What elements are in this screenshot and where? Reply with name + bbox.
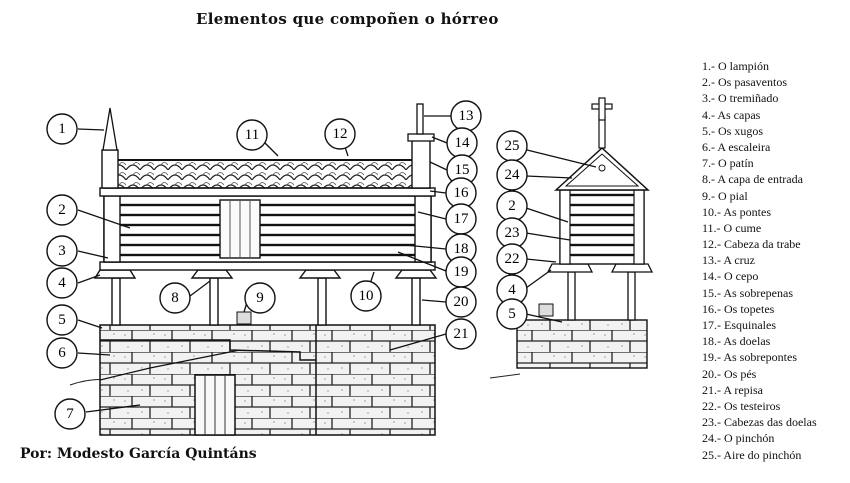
horreo-side-view	[69, 103, 438, 436]
legend-item: 10.- As pontes	[702, 204, 771, 219]
legend-item: 25.- Aire do pinchón	[702, 447, 802, 462]
callout-label: 9	[256, 290, 264, 306]
legend-item: 6.- A escaleira	[702, 139, 771, 154]
callout-5: 5	[46, 304, 78, 336]
callout-16: 16	[445, 177, 477, 209]
callout-label: 16	[454, 185, 470, 201]
legend-item: 22.- Os testeiros	[702, 398, 781, 413]
callout-14: 14	[446, 127, 478, 159]
callout-label: 2	[58, 202, 66, 218]
callout-label: 5	[508, 306, 516, 322]
parts-legend: 1.- O lampión 2.- Os pasaventos 3.- O tr…	[702, 58, 817, 463]
legend-item: 14.- O cepo	[702, 269, 759, 284]
author-credit: Por: Modesto García Quintáns	[20, 446, 257, 462]
callout-label: 6	[58, 345, 66, 361]
legend-item: 24.- O pinchón	[702, 431, 775, 446]
callout-label: 3	[58, 243, 66, 259]
legend-item: 15.- As sobrepenas	[702, 285, 793, 300]
callout-label: 23	[505, 225, 520, 241]
legend-item: 19.- As sobrepontes	[702, 350, 797, 365]
callout-label: 24	[505, 167, 521, 183]
callout-6: 6	[46, 337, 78, 369]
callout-18: 18	[445, 233, 477, 265]
callout-2: 2	[46, 194, 78, 226]
callout-markers: 1 2 3 4 5 6 7 8 9 10 11 12 13 14 15 16 1…	[46, 100, 528, 430]
callout-11: 11	[236, 119, 268, 151]
callout-1: 1	[46, 113, 78, 145]
callout-label: 14	[455, 135, 471, 151]
legend-item: 7.- O patín	[702, 156, 754, 171]
callout-25: 25	[496, 130, 528, 162]
callout-label: 21	[454, 326, 469, 342]
callout-19: 19	[445, 256, 477, 288]
callout-label: 17	[454, 211, 470, 227]
legend-item: 21.- A repisa	[702, 382, 763, 397]
callout-4: 4	[46, 267, 78, 299]
callout-label: 20	[454, 294, 469, 310]
callout-15: 15	[446, 154, 478, 186]
callout-21: 21	[445, 318, 477, 350]
callout-label: 10	[359, 288, 374, 304]
callout-12: 12	[324, 118, 356, 150]
callout-4-end: 4	[496, 274, 528, 306]
callout-label: 4	[58, 275, 66, 291]
callout-13: 13	[450, 100, 482, 132]
callout-7: 7	[54, 398, 86, 430]
callout-9: 9	[244, 282, 276, 314]
callout-5-end: 5	[496, 298, 528, 330]
callout-label: 25	[505, 138, 520, 154]
callout-24: 24	[496, 159, 528, 191]
legend-item: 3.- O tremiñado	[702, 91, 779, 106]
callout-label: 8	[171, 290, 179, 306]
callout-label: 13	[459, 108, 474, 124]
callout-label: 18	[454, 241, 469, 257]
legend-item: 4.- As capas	[702, 107, 761, 122]
callout-label: 2	[508, 198, 516, 214]
callout-3: 3	[46, 235, 78, 267]
callouts	[77, 115, 597, 413]
callout-label: 15	[455, 162, 470, 178]
legend-item: 23.- Cabezas das doelas	[702, 415, 817, 430]
legend-item: 8.- A capa de entrada	[702, 172, 803, 187]
callout-label: 1	[58, 121, 66, 137]
callout-label: 12	[333, 126, 348, 142]
callout-20: 20	[445, 286, 477, 318]
legend-item: 16.- Os topetes	[702, 301, 775, 316]
legend-item: 11.- O cume	[702, 220, 762, 235]
callout-label: 11	[245, 127, 259, 143]
callout-label: 7	[66, 406, 74, 422]
callout-17: 17	[445, 203, 477, 235]
callout-label: 5	[58, 312, 66, 328]
callout-22: 22	[496, 243, 528, 275]
legend-item: 1.- O lampión	[702, 59, 769, 73]
legend-item: 5.- Os xugos	[702, 123, 764, 138]
legend-item: 18.- As doelas	[702, 334, 771, 349]
callout-8: 8	[159, 282, 191, 314]
callout-label: 19	[454, 264, 469, 280]
legend-item: 20.- Os pés	[702, 366, 757, 381]
legend-item: 13.- A cruz	[702, 253, 755, 268]
diagram-title: Elementos que compoñen o hórreo	[196, 10, 499, 28]
callout-10: 10	[350, 280, 382, 312]
legend-item: 12.- Cabeza da trabe	[702, 237, 801, 252]
horreo-end-view	[489, 97, 654, 379]
legend-item: 9.- O pial	[702, 188, 748, 203]
callout-23: 23	[496, 217, 528, 249]
legend-item: 17.- Esquinales	[702, 318, 776, 332]
callout-label: 22	[505, 251, 520, 267]
callout-label: 4	[508, 282, 516, 298]
legend-item: 2.- Os pasaventos	[702, 75, 787, 90]
callout-2-end: 2	[496, 190, 528, 222]
